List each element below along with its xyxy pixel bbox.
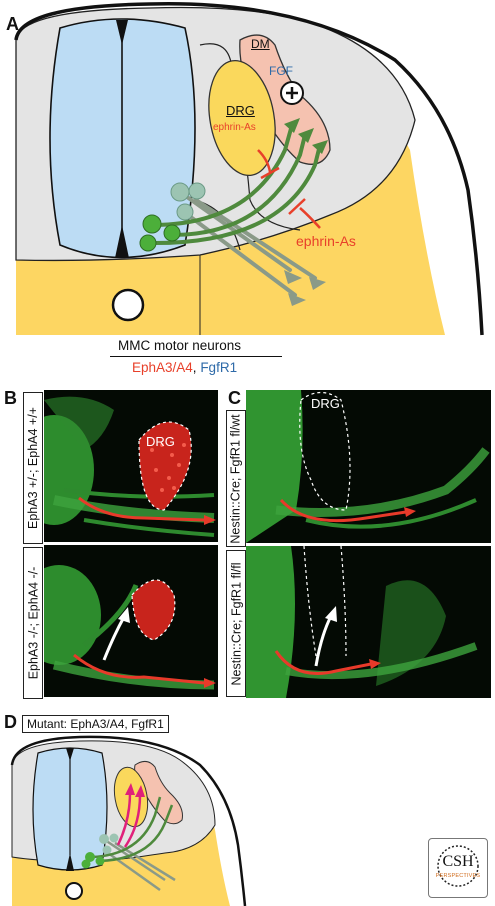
drg-repulsion-icon: [257, 149, 280, 180]
c-top-genotype: Nestin::Cre; FgfR1 fl/wt: [229, 413, 244, 544]
panel-a-diagram: [14, 2, 484, 336]
c-bottom-genotype: Nestin::Cre; FgfR1 fl/fl: [229, 562, 244, 685]
b-bottom-genotype-box: EphA3 -/-; EphA4 -/-: [23, 547, 43, 699]
skin-outline: [14, 2, 484, 336]
logo-csh: CSH: [442, 853, 474, 870]
b-top-micrograph: [44, 390, 218, 542]
mutant-label: Mutant: EphA3/A4, FgfR1: [22, 715, 169, 733]
panel-a-letter: A: [6, 14, 19, 34]
panel-d-letter: D: [4, 712, 17, 732]
c-drg-label: DRG: [311, 396, 340, 411]
c-top-genotype-box: Nestin::Cre; FgfR1 fl/wt: [226, 410, 246, 547]
notochord: [111, 288, 145, 322]
fgf-plus-icon: [280, 81, 304, 105]
panel-c-letter: C: [228, 388, 241, 408]
fgf-label: FGF: [269, 64, 293, 78]
mmc-fgfr-label: FgfR1: [200, 360, 238, 375]
drg-ephrin-label: ephrin-As: [213, 122, 256, 133]
spinal-cord: [49, 18, 196, 259]
mmc-eph-label: EphA3/A4: [132, 360, 193, 375]
c-top-micrograph: [246, 390, 491, 543]
logo-perspectives: PERSPECTIVES: [435, 873, 481, 879]
green-neurons: [139, 214, 181, 252]
panel-b-letter: B: [4, 388, 17, 408]
panel-d-diagram: [10, 735, 247, 906]
b-drg-label: DRG: [146, 434, 175, 449]
b-top-genotype-box: EphA3 +/-; EphA4 +/+: [23, 392, 43, 544]
mesenchyme-repulsion-icon: [288, 198, 321, 229]
mmc-underline: [110, 356, 282, 357]
green-axons: [146, 123, 322, 246]
drg-region: [208, 59, 276, 177]
mmc-receptors: EphA3/A4, FgfR1: [132, 360, 237, 375]
drg-label-a: DRG: [226, 103, 255, 118]
mmc-title: MMC motor neurons: [118, 338, 242, 353]
b-bottom-micrograph: [44, 545, 218, 697]
b-top-genotype: EphA3 +/-; EphA4 +/+: [26, 407, 40, 529]
c-bottom-micrograph: [246, 546, 491, 698]
b-bottom-genotype: EphA3 -/-; EphA4 -/-: [26, 566, 40, 680]
ephrin-label: ephrin-As: [296, 233, 356, 249]
dm-label: DM: [251, 37, 270, 51]
csh-logo: CSH PERSPECTIVES: [428, 838, 488, 898]
helix-icon: [437, 845, 479, 887]
pale-neurons: [170, 182, 206, 221]
mmc-separator: ,: [192, 360, 201, 375]
c-bottom-genotype-box: Nestin::Cre; FgfR1 fl/fl: [226, 550, 246, 697]
